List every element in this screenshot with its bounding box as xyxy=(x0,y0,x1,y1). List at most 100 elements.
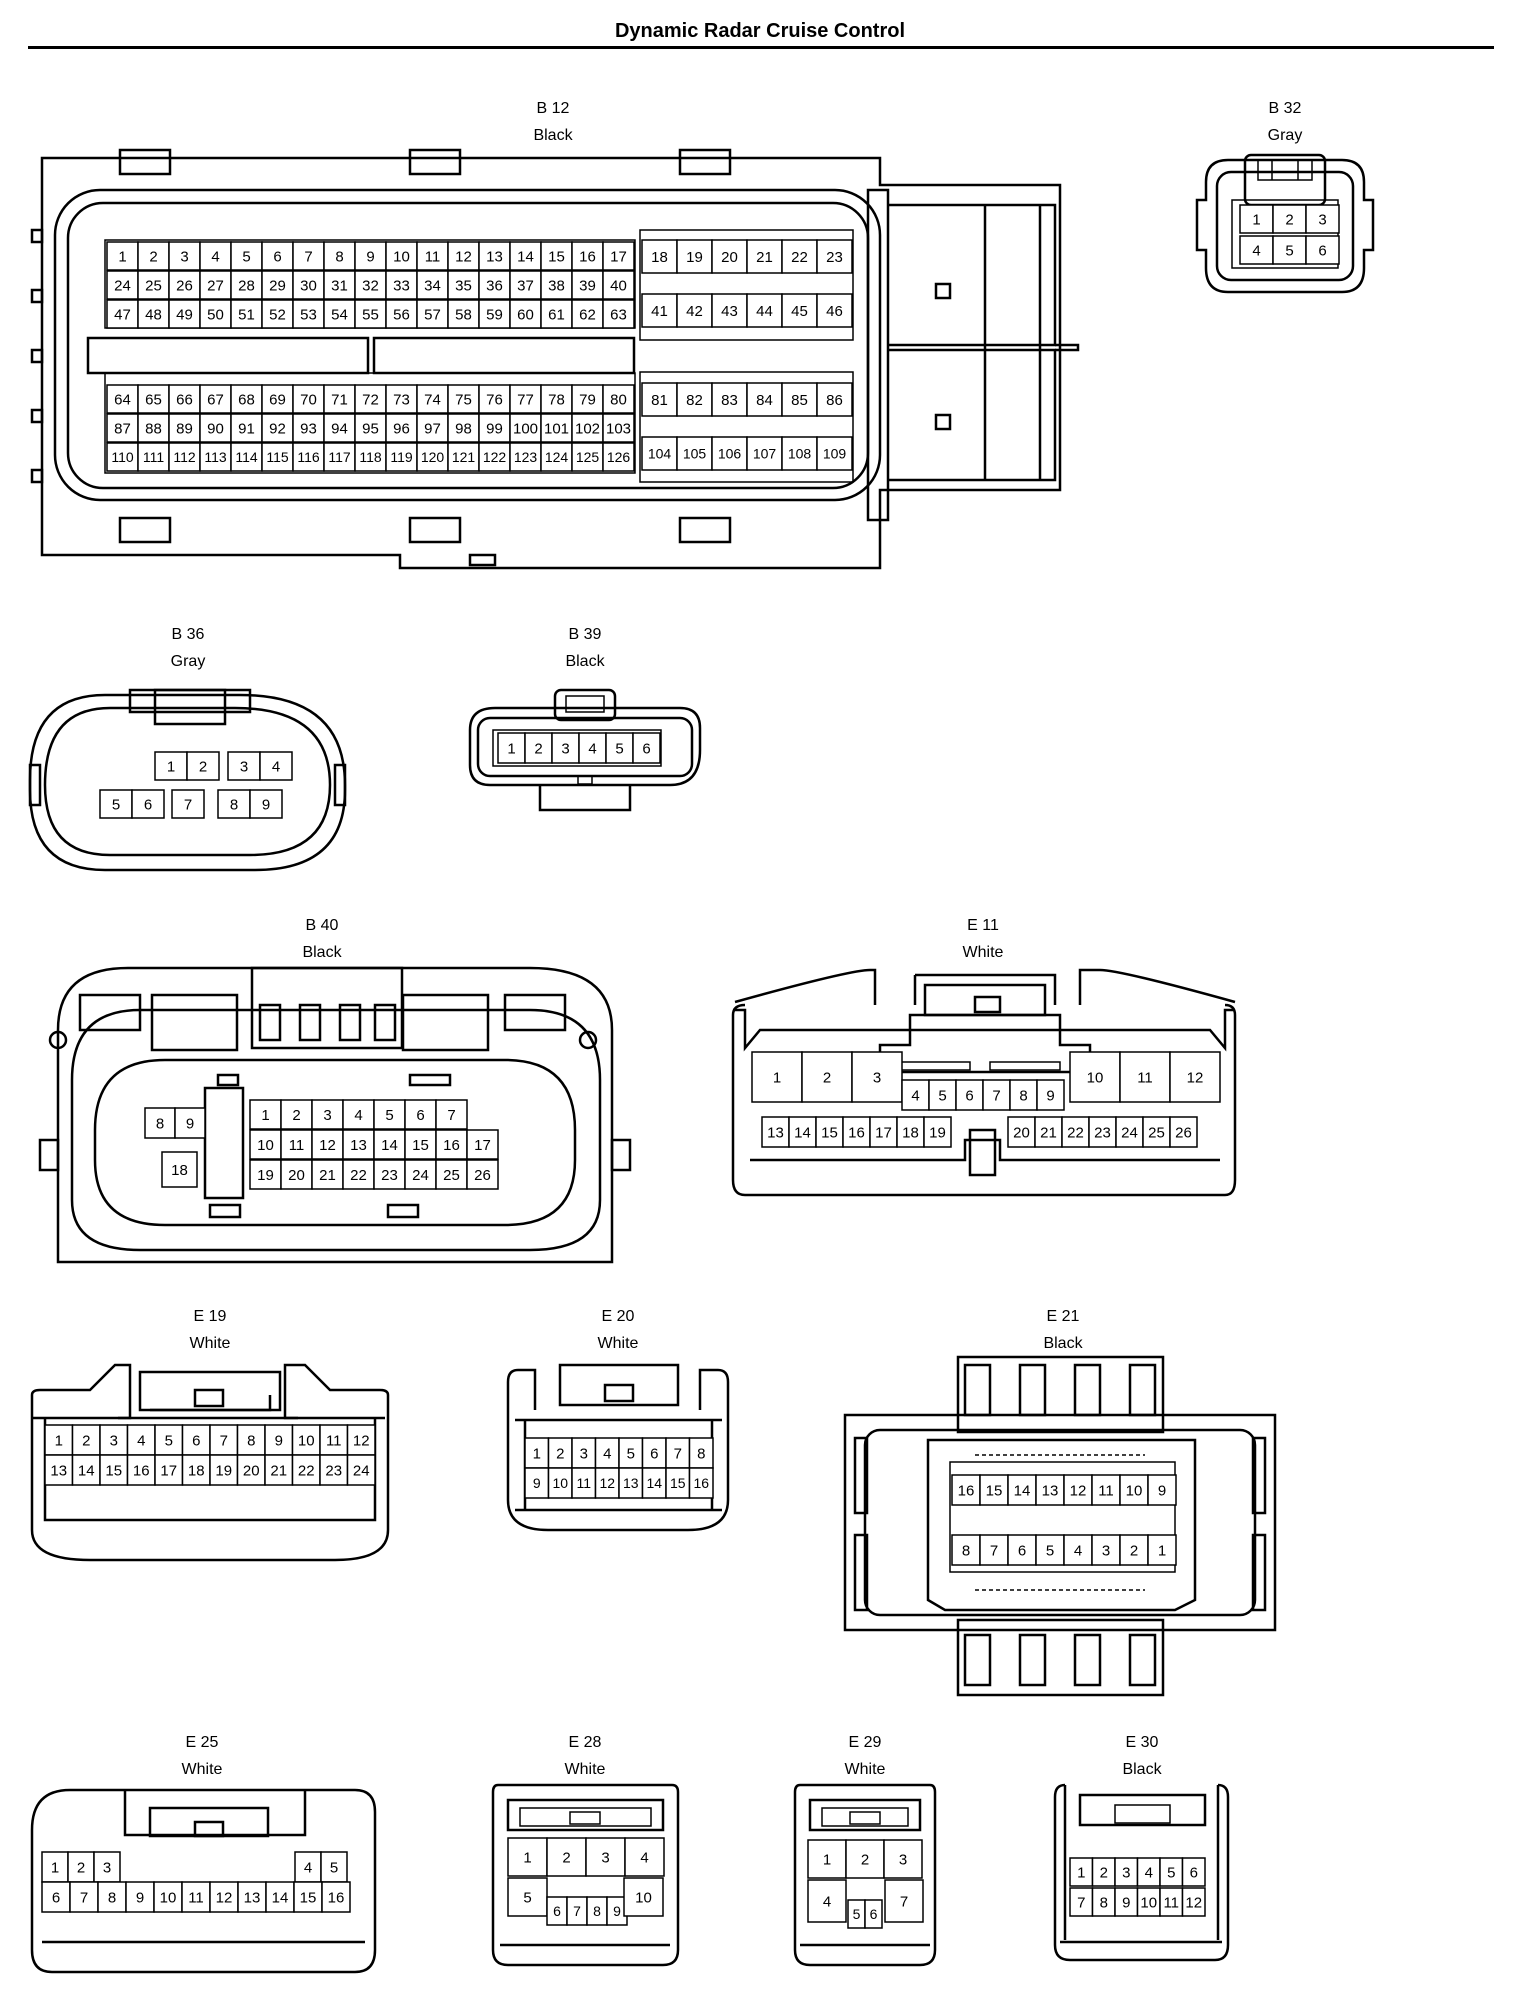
pin-number: 6 xyxy=(1318,242,1326,259)
pin-cell xyxy=(106,241,139,271)
pin-number: 7 xyxy=(447,1107,455,1124)
pin-cell xyxy=(524,732,553,764)
pin-number: 9 xyxy=(1158,1482,1166,1499)
pin-cell xyxy=(181,1881,211,1913)
pin-cell xyxy=(602,270,635,300)
pin-number: 35 xyxy=(455,277,472,294)
pin-number: 126 xyxy=(607,449,631,465)
pin-cell xyxy=(373,1159,406,1190)
pin-number: 89 xyxy=(176,420,193,437)
pin-number: 92 xyxy=(269,420,286,437)
connector-color: White xyxy=(598,1335,639,1352)
pin-number: 17 xyxy=(610,248,627,265)
pin-number: 1 xyxy=(773,1069,781,1086)
pin-cell xyxy=(171,789,205,819)
pin-cell xyxy=(979,1474,1009,1506)
pin-number: 18 xyxy=(188,1462,205,1479)
pin-number: 15 xyxy=(300,1889,317,1906)
pin-number: 2 xyxy=(292,1107,300,1124)
pin-number: 7 xyxy=(220,1432,228,1449)
connector-b12-body xyxy=(30,148,1080,570)
pin-number: 15 xyxy=(412,1137,429,1154)
connector-color: White xyxy=(565,1761,606,1778)
pin-number: 6 xyxy=(553,1903,561,1919)
pin-number: 65 xyxy=(145,391,162,408)
connector-color: White xyxy=(963,944,1004,961)
pin-cell xyxy=(864,1899,883,1929)
pin-number: 10 xyxy=(552,1475,568,1491)
pin-number: 115 xyxy=(266,449,289,465)
pin-cell xyxy=(230,241,263,271)
pin-number: 56 xyxy=(393,306,410,323)
pin-number: 30 xyxy=(300,277,317,294)
pin-number: 5 xyxy=(165,1432,173,1449)
pin-cell xyxy=(323,442,356,472)
pin-number: 13 xyxy=(1042,1482,1059,1499)
pin-cell xyxy=(869,1116,898,1148)
pin-cell xyxy=(137,241,170,271)
pin-cell xyxy=(168,413,201,443)
connector-color: Black xyxy=(302,944,342,961)
pin-cell xyxy=(624,1837,665,1877)
pin-number: 7 xyxy=(990,1542,998,1559)
pin-number: 51 xyxy=(238,306,255,323)
connector-b12-label: B 12 Black xyxy=(533,100,573,144)
pin-cell xyxy=(435,1099,468,1130)
pin-number: 7 xyxy=(992,1087,1000,1104)
pin-cell xyxy=(323,299,356,329)
pin-number: 96 xyxy=(393,420,410,437)
pin-cell xyxy=(69,1881,99,1913)
pin-number: 3 xyxy=(1122,1864,1130,1881)
connector-id: E 21 xyxy=(1047,1308,1080,1325)
pin-cell xyxy=(323,241,356,271)
pin-number: 6 xyxy=(273,248,281,265)
pin-number: 13 xyxy=(350,1137,367,1154)
pin-number: 31 xyxy=(331,277,348,294)
pin-number: 2 xyxy=(823,1069,831,1086)
pin-number: 2 xyxy=(77,1859,85,1876)
pin-cell xyxy=(466,1129,499,1160)
pin-number: 70 xyxy=(300,391,317,408)
pin-number: 75 xyxy=(455,391,472,408)
pin-number: 9 xyxy=(136,1889,144,1906)
pin-cell xyxy=(585,1837,626,1877)
pin-number: 25 xyxy=(443,1167,460,1184)
pin-number: 19 xyxy=(686,249,703,266)
pin-cell xyxy=(373,1129,406,1160)
pin-number: 6 xyxy=(416,1107,424,1124)
pin-number: 62 xyxy=(579,306,596,323)
pin-number: 102 xyxy=(575,420,600,437)
pin-number: 45 xyxy=(791,303,808,320)
pin-number: 16 xyxy=(693,1475,709,1491)
pin-number: 18 xyxy=(171,1162,188,1179)
pin-number: 63 xyxy=(610,306,627,323)
pin-number: 54 xyxy=(331,306,348,323)
pin-number: 4 xyxy=(823,1893,831,1910)
pin-cell xyxy=(1115,1116,1144,1148)
pin-number: 100 xyxy=(513,420,538,437)
pin-number: 14 xyxy=(1014,1482,1031,1499)
pin-number: 2 xyxy=(82,1432,90,1449)
connector-id: B 40 xyxy=(306,917,339,934)
pin-number: 58 xyxy=(455,306,472,323)
pin-cell xyxy=(259,751,293,781)
pin-cell xyxy=(236,1454,266,1486)
connector-id: E 28 xyxy=(569,1734,602,1751)
connector-e25-label: E 25 White xyxy=(182,1734,223,1778)
pin-cell xyxy=(261,442,294,472)
connector-e11-body xyxy=(731,968,1237,1197)
pin-cell xyxy=(261,241,294,271)
pin-cell xyxy=(174,1107,206,1139)
connector-b40-body xyxy=(38,966,632,1264)
pin-cell xyxy=(1169,1116,1198,1148)
pin-cell xyxy=(106,299,139,329)
pin-cell xyxy=(1035,1534,1065,1566)
connector-e29-body xyxy=(793,1783,937,1967)
pin-cell xyxy=(816,436,853,471)
pin-number: 110 xyxy=(111,449,134,465)
pin-cell xyxy=(199,270,232,300)
